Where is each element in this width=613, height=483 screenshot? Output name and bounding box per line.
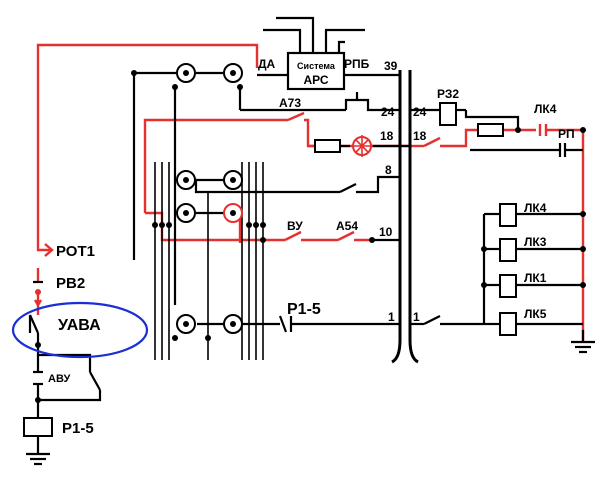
junctions: [35, 70, 586, 403]
energized-circuit: [33, 43, 585, 342]
label-1-right: 1: [413, 310, 420, 324]
label-uava: УАВА: [58, 317, 101, 334]
label-1-left: 1: [388, 310, 395, 324]
labels: ДА РПБ 39 А73 24 24 РЗ2 ЛК4 РП 18 18 8 В…: [48, 57, 575, 437]
label-lk4: ЛК4: [524, 201, 547, 215]
label-lk3: ЛК3: [524, 235, 547, 249]
label-rp: РП: [558, 127, 575, 141]
label-lk1: ЛК1: [524, 271, 547, 285]
aps-line2: АРС: [303, 73, 328, 87]
label-8: 8: [385, 163, 392, 177]
label-lk5: ЛК5: [524, 307, 547, 321]
label-rz2: РЗ2: [437, 87, 459, 101]
circuit-wires: [28, 16, 583, 454]
wiring-harness: [154, 162, 264, 360]
label-r1-5-mid: Р1-5: [287, 301, 321, 318]
label-39: 39: [384, 59, 398, 73]
aps-line1: Система: [297, 61, 336, 71]
label-r1-5-coil: Р1-5: [62, 420, 94, 437]
main-bus: [391, 70, 419, 364]
label-rv2: РВ2: [56, 275, 85, 292]
label-rpb: РПБ: [344, 57, 370, 71]
label-rot1: РОТ1: [56, 243, 95, 260]
label-vu: ВУ: [287, 219, 303, 233]
label-a54: А54: [336, 219, 358, 233]
label-18-right: 18: [413, 129, 427, 143]
connectors: [176, 63, 243, 334]
label-avu: АВУ: [48, 373, 70, 385]
label-a73: А73: [279, 96, 301, 110]
label-lk4-top: ЛК4: [534, 102, 557, 116]
label-24-left: 24: [381, 105, 395, 119]
ground-symbols: [26, 330, 595, 466]
components: [23, 102, 517, 437]
aps-system-box: Система АРС: [286, 51, 346, 91]
label-24-right: 24: [413, 105, 427, 119]
uava-highlight: [11, 301, 149, 359]
label-18-left: 18: [380, 129, 394, 143]
label-10: 10: [379, 225, 393, 239]
label-da: ДА: [258, 57, 276, 71]
